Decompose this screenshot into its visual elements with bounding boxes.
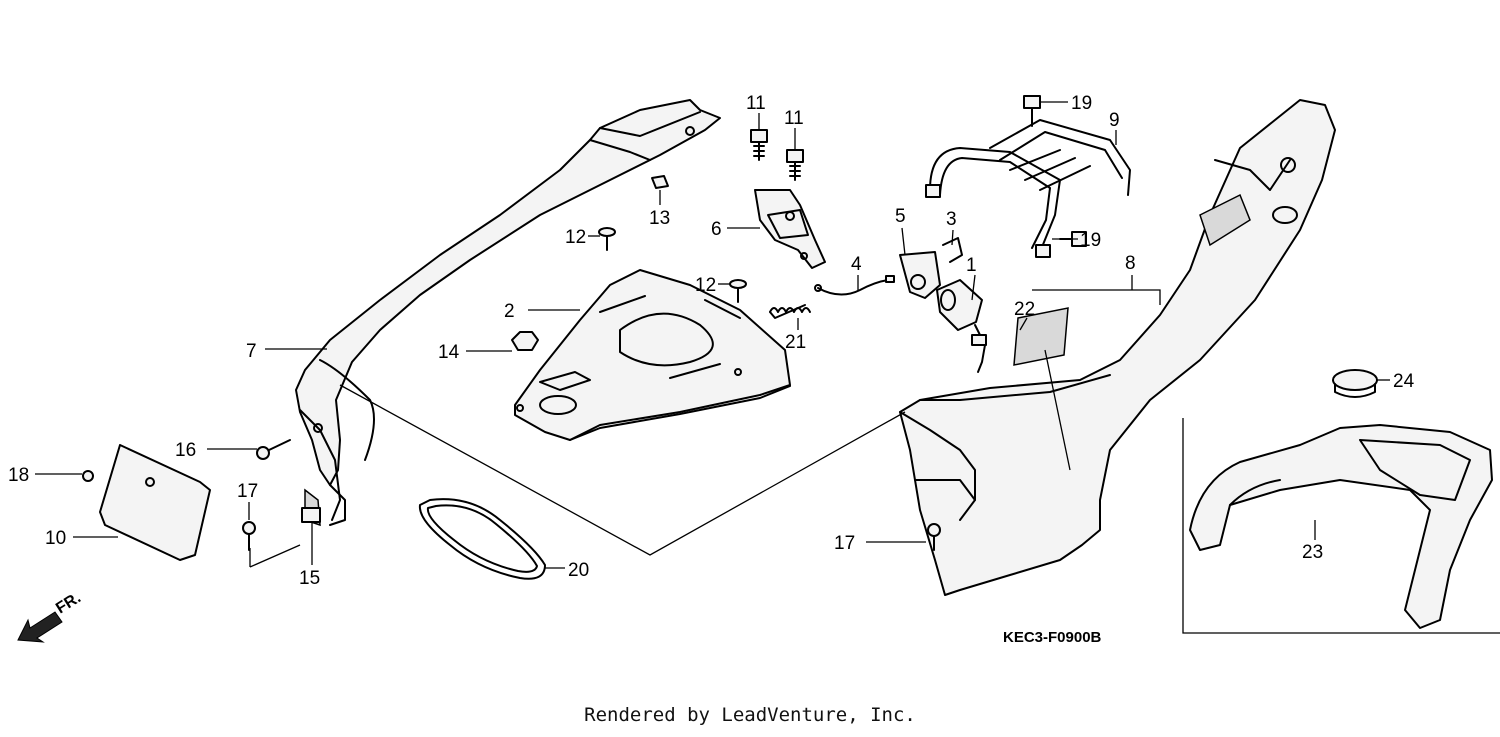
screw-17b [927, 523, 941, 551]
callout-6: 6 [711, 219, 722, 240]
callout-23: 23 [1302, 542, 1323, 563]
clip-12a [598, 227, 616, 251]
seat-lock-cable [814, 275, 895, 296]
callout-11a: 11 [746, 93, 766, 114]
callout-labels: 1 2 3 4 5 6 7 8 9 10 11 11 12 12 13 14 1… [8, 93, 1415, 589]
callout-10: 10 [45, 528, 66, 549]
lock-retainer-clip [942, 237, 963, 263]
spring-21 [769, 304, 811, 319]
rear-grab-rack [925, 119, 1131, 258]
callout-22: 22 [1014, 299, 1035, 320]
callout-2: 2 [504, 301, 515, 322]
leader-lines [35, 101, 1390, 569]
callout-1: 1 [966, 255, 977, 276]
callout-16: 16 [175, 440, 196, 461]
callout-3: 3 [946, 209, 957, 230]
callout-20: 20 [568, 560, 589, 581]
license-plate-cover [99, 444, 211, 561]
warning-label-22 [1013, 307, 1069, 366]
callout-9: 9 [1109, 110, 1120, 131]
callout-14: 14 [438, 342, 460, 363]
center-luggage-tray [514, 269, 791, 441]
callout-21: 21 [785, 332, 806, 353]
lock-holder [899, 251, 941, 299]
cap-24 [1332, 369, 1378, 398]
callout-19b: 19 [1080, 230, 1101, 251]
gasket-20 [418, 498, 546, 580]
optional-grab-rail [1189, 424, 1493, 629]
screw-16 [256, 439, 291, 460]
callout-19a: 19 [1071, 93, 1092, 114]
callout-15: 15 [299, 568, 320, 589]
callout-12b: 12 [695, 275, 716, 296]
screw-18 [82, 470, 94, 482]
callout-12a: 12 [565, 227, 586, 248]
bolt-11b [786, 149, 804, 181]
key-lock-cylinder [936, 279, 987, 373]
screw-17a [242, 521, 256, 551]
seat-lock-bracket [754, 189, 826, 269]
assembly-lines [249, 349, 1071, 568]
callout-8: 8 [1125, 253, 1136, 274]
diagram-code: KEC3-F0900B [1003, 629, 1102, 646]
callout-17a: 17 [237, 481, 258, 502]
left-body-cover [295, 99, 721, 527]
front-label: FR. [53, 589, 84, 617]
callout-7: 7 [246, 341, 257, 362]
callout-4: 4 [851, 254, 862, 275]
callout-5: 5 [895, 206, 906, 227]
optional-parts-inset [1182, 418, 1500, 634]
callout-13: 13 [649, 208, 670, 229]
callout-11b: 11 [784, 108, 804, 129]
clip-12b [729, 279, 747, 303]
callout-24: 24 [1393, 371, 1415, 392]
bolt-11a [750, 129, 768, 161]
clip-15 [301, 507, 321, 523]
callout-18: 18 [8, 465, 29, 486]
clip-13 [651, 175, 669, 189]
render-credit: Rendered by LeadVenture, Inc. [584, 704, 916, 726]
front-direction-indicator: FR. [17, 589, 84, 643]
nut-14 [511, 331, 539, 351]
front-arrow-icon [17, 611, 63, 643]
right-body-cover [899, 99, 1336, 596]
callout-17b: 17 [834, 533, 855, 554]
